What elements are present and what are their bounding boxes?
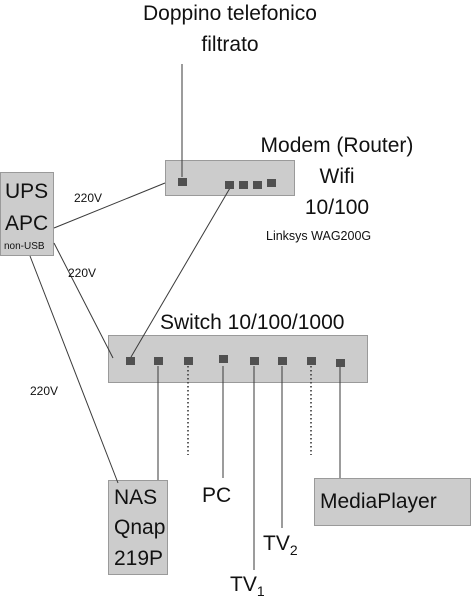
switch-port-8 <box>336 359 345 367</box>
modem-port-2 <box>239 181 248 189</box>
voltage-label-nas: 220V <box>30 384 59 398</box>
tv1-label: TV1 <box>230 574 265 598</box>
mediaplayer-box <box>314 478 471 526</box>
modem-port-3 <box>253 181 262 189</box>
switch-label: Switch 10/100/1000 <box>160 311 345 334</box>
modem-line-1: Modem (Router) <box>260 134 414 157</box>
tv1-text: TV <box>230 573 257 596</box>
pc-label: PC <box>202 484 232 507</box>
nas-line-1: NAS <box>114 486 158 509</box>
switch-port-5 <box>250 357 259 365</box>
ups-line-1: UPS <box>5 180 49 203</box>
modem-port-wan <box>178 178 187 186</box>
tv2-text: TV <box>263 532 290 555</box>
switch-port-3 <box>184 357 193 365</box>
doppino-line-1: Doppino telefonico <box>143 2 317 25</box>
ups-line-3: non-USB <box>4 241 45 252</box>
tv2-label: TV2 <box>263 533 298 557</box>
nas-line-3: 219P <box>114 547 164 570</box>
doppino-label: Doppino telefonico filtrato <box>100 3 360 55</box>
power-cord-switch <box>53 242 114 359</box>
nas-box <box>108 480 168 575</box>
modem-port-1 <box>225 181 234 189</box>
switch-port-2 <box>154 357 163 365</box>
switch-box <box>108 335 368 383</box>
modem-port-4 <box>267 179 276 187</box>
power-cord-modem <box>53 182 166 229</box>
modem-line-2: Wifi <box>319 165 355 188</box>
modem-label: Modem (Router) Wifi 10/100 <box>232 135 442 218</box>
switch-port-4 <box>219 355 228 363</box>
power-cord-nas <box>29 255 119 484</box>
modem-line-3: 10/100 <box>304 196 370 219</box>
nas-line-2: Qnap <box>114 516 166 539</box>
switch-port-1 <box>126 357 135 365</box>
doppino-line-2: filtrato <box>201 33 259 56</box>
tv1-subscript: 1 <box>256 583 265 600</box>
switch-port-6 <box>278 357 287 365</box>
ups-box <box>0 172 54 256</box>
modem-model: Linksys WAG200G <box>266 229 372 243</box>
switch-port-7 <box>307 357 316 365</box>
voltage-label-switch: 220V <box>68 266 97 280</box>
mediaplayer-label: MediaPlayer <box>320 490 437 513</box>
voltage-label-modem: 220V <box>74 191 103 205</box>
ups-line-2: APC <box>5 212 49 235</box>
modem-switch-cable <box>130 187 231 358</box>
tv2-subscript: 2 <box>289 542 298 559</box>
